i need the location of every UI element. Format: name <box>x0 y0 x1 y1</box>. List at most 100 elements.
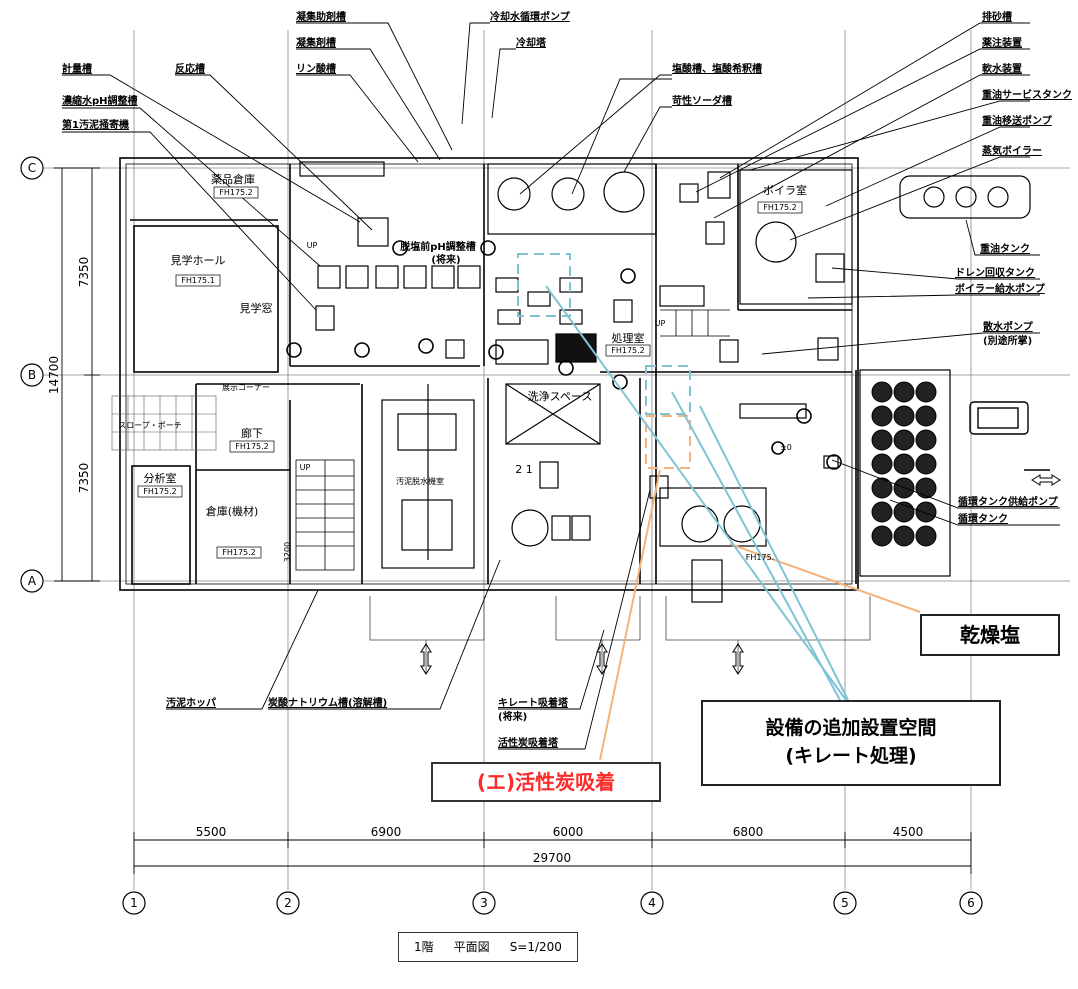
text-fh-partial: FH175. <box>746 553 774 562</box>
text-dim-3200: 3200 <box>283 542 292 562</box>
span-3-4: 6000 <box>553 825 584 839</box>
span-c-b: 7350 <box>77 257 91 288</box>
span-4-5: 6800 <box>733 825 764 839</box>
label-sprinkler-pump: 散水ポンプ <box>983 320 1034 333</box>
tag-equipment-storage: FH175.2 <box>222 548 256 557</box>
label-oil-service-tank: 重油サービスタンク <box>982 88 1072 101</box>
equipment-symbols <box>299 161 1031 603</box>
span-1-2: 5500 <box>196 825 227 839</box>
row-label-a: A <box>28 574 37 588</box>
column-label-5: 5 <box>841 896 849 910</box>
label-circulation-feed-pump: 循環タンク供給ポンプ <box>958 495 1059 508</box>
label-steam-boiler: 蒸気ボイラー <box>982 144 1042 157</box>
building-walls <box>119 157 859 591</box>
chelate-space-highlight <box>517 253 849 701</box>
label-boiler-feed-pump: ボイラー給水ポンプ <box>955 282 1046 295</box>
label-water-softener: 軟水装置 <box>982 62 1022 75</box>
callout-activated-carbon: (エ)活性炭吸着 <box>431 762 661 802</box>
room-boiler: ボイラ室 <box>763 183 807 197</box>
room-pre-desalination-future: (将来) <box>431 253 460 266</box>
span-total-y: 14700 <box>47 356 61 394</box>
room-equipment-storage: 倉庫(機材) <box>206 504 259 518</box>
label-sludge-scraper: 第1汚泥掻寄機 <box>62 118 129 131</box>
text-unit-numbers: 2 1 <box>515 463 533 476</box>
column-axis-markers <box>122 891 983 915</box>
title-floor: 1階 <box>414 940 434 954</box>
text-exhibit-corner: 展示コーナー <box>222 383 270 392</box>
label-heavy-oil-tank: 重油タンク <box>980 242 1030 255</box>
tag-boiler: FH175.2 <box>763 203 797 212</box>
text-level-zero: ±0 <box>780 443 792 452</box>
room-analysis: 分析室 <box>144 471 177 485</box>
column-label-2: 2 <box>284 896 292 910</box>
label-separate-scope: (別途所掌) <box>983 334 1032 347</box>
label-cooling-tower: 冷却塔 <box>516 36 547 49</box>
text-up-2: UP <box>300 463 311 472</box>
callout-space-line-1: 設備の追加設置空間 <box>765 717 937 739</box>
label-activated-carbon-tower: 活性炭吸着塔 <box>498 736 559 749</box>
label-phosphoric-acid-tank: リン酸槽 <box>296 62 336 75</box>
tag-treatment: FH175.2 <box>611 346 645 355</box>
stairs <box>295 309 730 571</box>
room-visitor-hall: 見学ホール <box>171 253 226 267</box>
label-chelate-future: (将来) <box>498 710 527 723</box>
slope-porch <box>111 395 217 451</box>
text-dewatering-room: 汚泥脱水機室 <box>396 476 444 486</box>
text-up-1: UP <box>307 241 318 250</box>
access-arrows <box>420 474 1061 675</box>
label-sodium-carbonate-tank: 炭酸ナトリウム槽(溶解槽) <box>268 696 387 709</box>
span-5-6: 4500 <box>893 825 924 839</box>
dimension-lines-horizontal <box>133 832 972 874</box>
room-pre-desalination-ph: 脱塩前pH調整槽 <box>400 240 476 253</box>
label-coagulant-aid-tank: 凝集助剤槽 <box>296 10 346 23</box>
span-total-x: 29700 <box>533 851 571 865</box>
loading-bays <box>369 596 871 674</box>
label-sand-tank: 排砂槽 <box>982 10 1012 23</box>
label-oil-transfer-pump: 重油移送ポンプ <box>982 114 1053 127</box>
room-tag-boxes <box>137 186 803 559</box>
column-label-3: 3 <box>480 896 488 910</box>
dimension-lines-vertical <box>54 167 100 582</box>
vehicle-symbols <box>969 401 1050 471</box>
column-label-6: 6 <box>967 896 975 910</box>
label-caustic-soda-tank: 苛性ソーダ槽 <box>672 94 732 107</box>
row-label-b: B <box>28 368 36 382</box>
label-chelate-tower: キレート吸着塔 <box>498 696 569 709</box>
label-reaction-tank: 反応槽 <box>175 62 205 75</box>
callout-space-line-2: (キレート処理) <box>785 745 917 767</box>
room-corridor: 廊下 <box>241 426 263 440</box>
pit-markers <box>286 240 842 470</box>
tag-analysis: FH175.2 <box>143 487 177 496</box>
row-label-c: C <box>28 161 36 175</box>
circulation-tank-array <box>859 369 951 577</box>
tag-corridor: FH175.2 <box>235 442 269 451</box>
leader-lines <box>62 22 1060 750</box>
callout-dry-salt: 乾燥塩 <box>920 614 1060 656</box>
label-hydrochloric-acid-tank: 塩酸槽、塩酸希釈槽 <box>672 62 762 75</box>
callout-additional-space: 設備の追加設置空間 (キレート処理) <box>701 700 1001 786</box>
room-treatment: 処理室 <box>612 331 645 345</box>
column-label-1: 1 <box>130 896 138 910</box>
text-slope-porch: スロープ・ポーチ <box>118 421 182 430</box>
label-coagulant-tank: 凝集剤槽 <box>296 36 336 49</box>
label-sludge-hopper: 汚泥ホッパ <box>166 696 216 709</box>
label-chemical-dosing: 薬注装置 <box>981 36 1022 49</box>
room-washing-space: 洗浄スペース <box>528 389 593 403</box>
label-concentrate-ph-tank: 濃縮水pH調整槽 <box>62 94 138 107</box>
room-chemical-storage: 薬品倉庫 <box>211 172 255 186</box>
tag-visitor-hall: FH175.1 <box>181 276 215 285</box>
label-cooling-water-pump: 冷却水循環ポンプ <box>490 10 571 23</box>
text-up-3: UP <box>655 319 666 328</box>
column-label-4: 4 <box>648 896 656 910</box>
row-axis-markers <box>20 156 44 593</box>
label-drain-recovery-tank: ドレン回収タンク <box>955 267 1035 279</box>
label-metering-tank: 計量槽 <box>62 62 92 75</box>
title-scale: S=1/200 <box>509 940 562 954</box>
dewatering-machine <box>381 384 475 569</box>
label-circulation-tank: 循環タンク <box>958 512 1008 525</box>
span-b-a: 7350 <box>77 463 91 494</box>
tag-chemical-storage: FH175.2 <box>219 188 253 197</box>
room-viewing-window: 見学窓 <box>240 301 273 315</box>
